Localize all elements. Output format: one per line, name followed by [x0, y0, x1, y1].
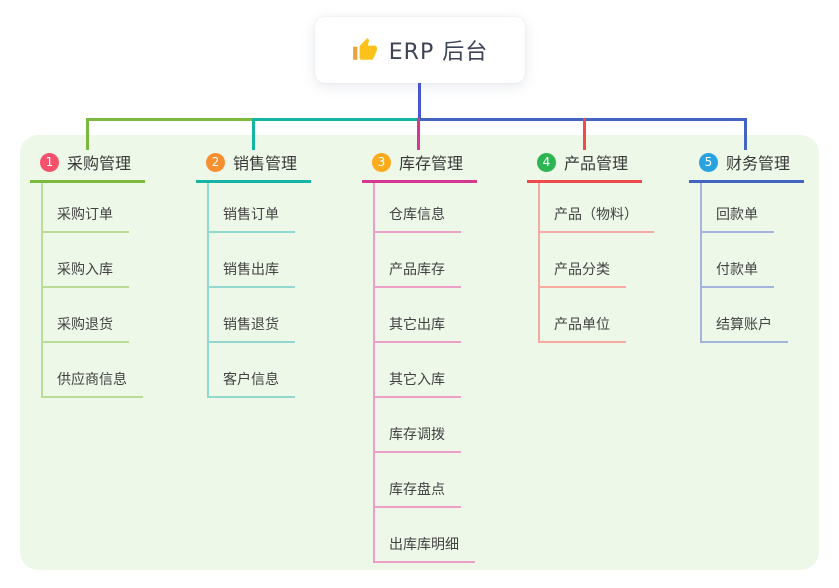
branch-node-finance[interactable]: 5 财务管理 — [689, 148, 805, 183]
sub-node[interactable]: 供应商信息 — [41, 369, 143, 398]
branches-background-panel — [20, 135, 819, 570]
sub-node-row: 采购退货 — [41, 288, 196, 343]
sub-node[interactable]: 仓库信息 — [373, 204, 461, 233]
branch-node-purchase[interactable]: 1 采购管理 — [30, 148, 146, 183]
sub-node-row: 其它入库 — [373, 343, 528, 398]
branch-product-items: 产品（物料） 产品分类 产品单位 — [538, 183, 693, 343]
sub-node-row: 其它出库 — [373, 288, 528, 343]
branch-finance-items: 回款单 付款单 结算账户 — [700, 183, 839, 343]
sub-node-row: 结算账户 — [700, 288, 839, 343]
sub-node[interactable]: 付款单 — [700, 259, 774, 288]
sub-node[interactable]: 客户信息 — [207, 369, 295, 398]
sub-node-row: 采购订单 — [41, 183, 196, 233]
sub-node[interactable]: 结算账户 — [700, 314, 788, 343]
priority-1-badge: 1 — [40, 152, 59, 172]
sub-node-row: 产品单位 — [538, 288, 693, 343]
sub-node[interactable]: 采购入库 — [41, 259, 129, 288]
sub-node[interactable]: 产品库存 — [373, 259, 461, 288]
sub-node[interactable]: 产品（物料） — [538, 204, 654, 233]
branch-label: 采购管理 — [67, 154, 132, 173]
connector-root-trunk — [418, 83, 421, 119]
branch-label: 财务管理 — [726, 154, 791, 173]
branch-node-product[interactable]: 4 产品管理 — [527, 148, 643, 183]
sub-node[interactable]: 销售订单 — [207, 204, 295, 233]
sub-node-row: 销售出库 — [207, 233, 362, 288]
sub-node-row: 库存调拨 — [373, 398, 528, 453]
branch-purchase: 1 采购管理 采购订单 采购入库 采购退货 供应商信息 — [30, 148, 196, 398]
connector-branch5-horizontal — [418, 118, 747, 121]
sub-node-row: 采购入库 — [41, 233, 196, 288]
sub-node-row: 客户信息 — [207, 343, 362, 398]
priority-3-badge: 3 — [372, 152, 391, 172]
branch-purchase-items: 采购订单 采购入库 采购退货 供应商信息 — [41, 183, 196, 398]
connector-branch2-horizontal — [252, 118, 420, 121]
sub-node[interactable]: 采购退货 — [41, 314, 129, 343]
connector-branch3-drop — [417, 118, 420, 150]
sub-node-row: 销售订单 — [207, 183, 362, 233]
branch-inventory-items: 仓库信息 产品库存 其它出库 其它入库 库存调拨 库存盘点 出库库明细 — [373, 183, 528, 563]
sub-node-row: 产品库存 — [373, 233, 528, 288]
branch-sales: 2 销售管理 销售订单 销售出库 销售退货 客户信息 — [196, 148, 362, 398]
connector-branch5-drop — [744, 118, 747, 150]
connector-branch1-drop — [86, 118, 89, 150]
sub-node-row: 供应商信息 — [41, 343, 196, 398]
branch-label: 库存管理 — [399, 154, 464, 173]
sub-node-row: 产品（物料） — [538, 183, 693, 233]
sub-node-row: 产品分类 — [538, 233, 693, 288]
sub-node[interactable]: 其它入库 — [373, 369, 461, 398]
sub-node-row: 出库库明细 — [373, 508, 528, 563]
branch-sales-items: 销售订单 销售出库 销售退货 客户信息 — [207, 183, 362, 398]
sub-node-row: 仓库信息 — [373, 183, 528, 233]
sub-node[interactable]: 产品分类 — [538, 259, 626, 288]
sub-node[interactable]: 回款单 — [700, 204, 774, 233]
root-node-label: ERP 后台 — [388, 40, 489, 65]
sub-node[interactable]: 其它出库 — [373, 314, 461, 343]
thumbs-up-icon — [352, 38, 377, 60]
sub-node[interactable]: 销售出库 — [207, 259, 295, 288]
connector-branch4-drop — [583, 118, 586, 150]
sub-node-row: 销售退货 — [207, 288, 362, 343]
priority-2-badge: 2 — [206, 152, 225, 172]
branch-product: 4 产品管理 产品（物料） 产品分类 产品单位 — [527, 148, 693, 343]
priority-5-badge: 5 — [699, 152, 718, 172]
sub-node-row: 库存盘点 — [373, 453, 528, 508]
sub-node[interactable]: 采购订单 — [41, 204, 129, 233]
branch-finance: 5 财务管理 回款单 付款单 结算账户 — [689, 148, 839, 343]
sub-node[interactable]: 库存调拨 — [373, 424, 461, 453]
sub-node-row: 付款单 — [700, 233, 839, 288]
priority-4-badge: 4 — [537, 152, 556, 172]
branch-label: 销售管理 — [233, 154, 298, 173]
sub-node[interactable]: 销售退货 — [207, 314, 295, 343]
branch-node-sales[interactable]: 2 销售管理 — [196, 148, 312, 183]
sub-node[interactable]: 库存盘点 — [373, 479, 461, 508]
sub-node[interactable]: 出库库明细 — [373, 534, 475, 563]
sub-node-row: 回款单 — [700, 183, 839, 233]
branch-label: 产品管理 — [564, 154, 629, 173]
connector-branch2-drop — [252, 118, 255, 150]
branch-node-inventory[interactable]: 3 库存管理 — [362, 148, 478, 183]
root-node[interactable]: ERP 后台 — [315, 17, 525, 83]
sub-node[interactable]: 产品单位 — [538, 314, 626, 343]
branch-inventory: 3 库存管理 仓库信息 产品库存 其它出库 其它入库 库存调拨 库存盘点 — [362, 148, 528, 563]
